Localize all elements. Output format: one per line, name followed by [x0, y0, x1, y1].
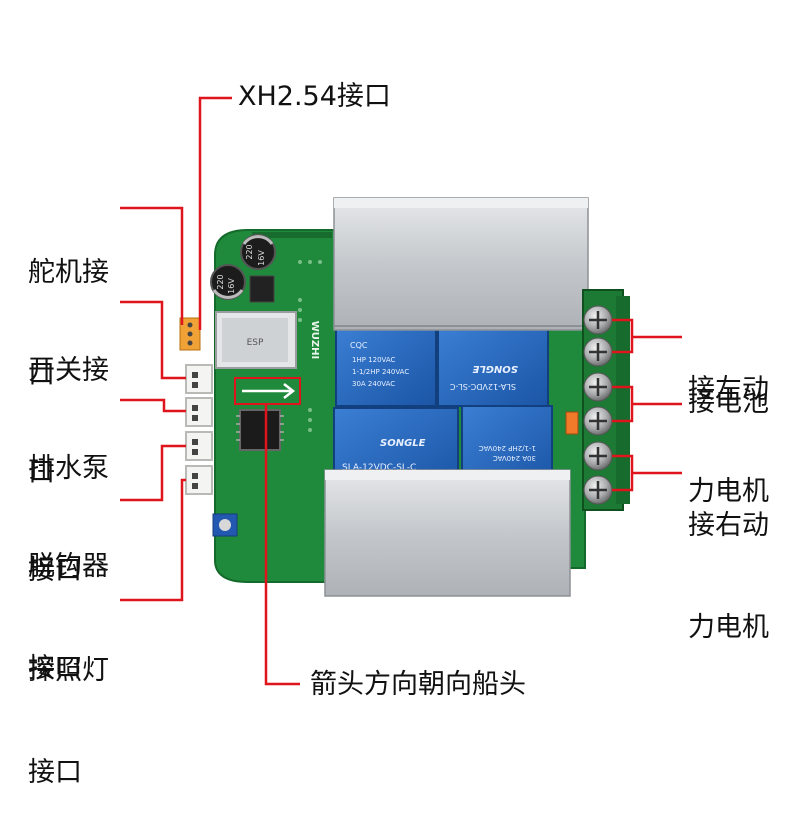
xh254-header	[179, 317, 201, 351]
relay-brand-text-2: SONGLE	[380, 438, 426, 449]
leader-arrow	[264, 404, 300, 686]
connector-hook	[185, 431, 213, 461]
relay-top-right: SONGLE SLA-12VDC-SL-C	[437, 325, 549, 407]
heatsink-top	[333, 197, 589, 331]
microcontroller-chip	[236, 409, 284, 451]
relay-rating-4: 30A 240VAC	[493, 454, 536, 462]
label-pump-line-1: 排水泵	[28, 453, 109, 484]
label-servo-line-2: 口	[28, 359, 55, 390]
label-battery: 接电池	[688, 387, 769, 418]
label-switch-port: 开关接 口	[28, 286, 109, 524]
capacitor-top: 220 16V	[240, 234, 276, 270]
label-servo-port: 舵机接 口	[28, 188, 109, 426]
terminal-screw-1	[583, 305, 613, 335]
leader-hook	[120, 444, 186, 502]
relay-cqc-text: CQC	[350, 341, 368, 350]
screw-terminal-block	[582, 289, 630, 511]
label-hook-port: 脱钩器 接口	[28, 482, 109, 720]
label-right-motor-line-2: 力电机	[688, 612, 769, 643]
relay-rating-3: 30A 240VAC	[352, 380, 395, 388]
terminal-screw-2	[583, 337, 613, 367]
leader-switch	[120, 300, 186, 380]
label-lamp-line-1: 探照灯	[28, 655, 109, 686]
connector-pump	[185, 397, 213, 427]
cap-voltage-text: 16V	[257, 250, 266, 266]
relay-brand-text: SONGLE	[472, 363, 518, 374]
leader-lines	[120, 96, 682, 686]
label-right-motor: 接右动 力电机	[688, 441, 769, 679]
label-hook-line-1: 脱钩器	[28, 551, 109, 582]
fuse	[565, 411, 579, 435]
label-arrow-note: 箭头方向朝向船头	[310, 669, 526, 700]
leader-lamp	[120, 478, 186, 602]
label-switch-line-1: 开关接	[28, 355, 109, 386]
relay-model-text-2: SLA-12VDC-SL-C	[342, 463, 416, 473]
terminal-screw-3	[583, 372, 613, 402]
terminal-screw-5	[583, 441, 613, 471]
potentiometer	[212, 513, 238, 537]
svg-text:ESP: ESP	[247, 338, 264, 348]
connector-switch	[185, 364, 213, 394]
label-switch-line-2: 口	[28, 457, 55, 488]
brand-text: WUZHI	[309, 321, 320, 360]
cap-voltage-text-2: 16V	[227, 278, 236, 294]
connector-lamp	[185, 465, 213, 495]
relay-rating-2: 1-1/2HP 240VAC	[352, 368, 409, 376]
direction-arrow-mark	[234, 377, 301, 405]
label-pump-port: 排水泵 接口	[28, 384, 109, 622]
terminal-screw-6	[583, 475, 613, 505]
label-servo-line-1: 舵机接	[28, 257, 109, 288]
relay-model-text: SLA-12VDC-SL-C	[450, 382, 516, 391]
cap-value-text: 220	[245, 244, 254, 259]
label-xh254-port: XH2.54接口	[238, 81, 391, 112]
label-right-motor-line-1: 接右动	[688, 510, 769, 541]
control-board-diagram: 220 16V 220 16V ESP WUZHI	[120, 96, 682, 686]
capacitor-left: 220 16V	[210, 264, 246, 300]
relay-rating-1: 1HP 120VAC	[352, 356, 396, 364]
label-left-motor: 接左动 力电机	[688, 305, 769, 543]
relay-top-left: CQC 1HP 120VAC 1-1/2HP 240VAC 30A 240VAC	[335, 325, 437, 407]
label-pump-line-2: 接口	[28, 555, 82, 586]
relay-rating-5: 1-1/2HP 240VAC	[479, 444, 536, 452]
leader-xh	[198, 96, 232, 330]
label-lamp-port: 探照灯 接口	[28, 586, 109, 824]
label-left-motor-line-1: 接左动	[688, 374, 769, 405]
cap-value-text-2: 220	[216, 274, 225, 289]
voltage-regulator	[249, 275, 275, 303]
leader-servo	[120, 206, 184, 325]
label-hook-line-2: 接口	[28, 653, 82, 684]
label-left-motor-line-2: 力电机	[688, 476, 769, 507]
leader-pump	[120, 398, 186, 413]
wifi-module: ESP	[215, 311, 297, 369]
terminal-screw-4	[583, 406, 613, 436]
heatsink-bottom	[324, 469, 571, 597]
label-lamp-line-2: 接口	[28, 757, 82, 788]
